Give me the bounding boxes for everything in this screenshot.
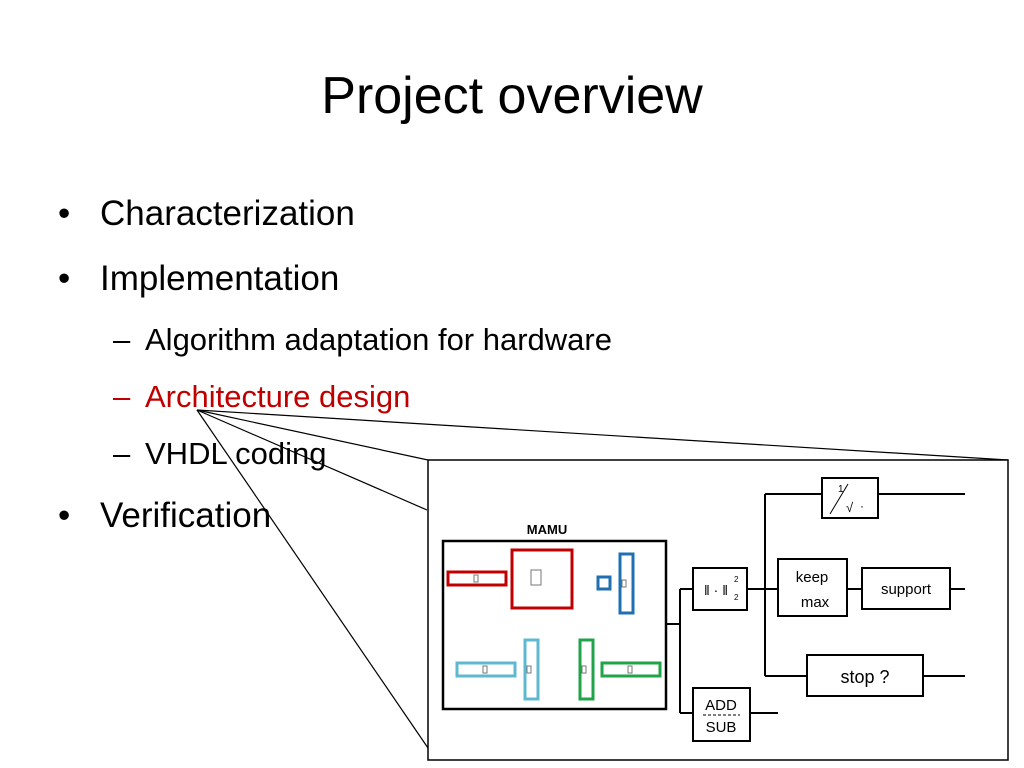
red-bar-unit — [446, 570, 508, 587]
sqrt-argument: · — [860, 499, 864, 513]
norm-label: ‖ · ‖ — [704, 582, 728, 598]
red-square-unit — [510, 548, 574, 610]
blue-small-square-unit — [596, 575, 612, 591]
sub-item-label: Architecture design — [145, 379, 411, 414]
support-label: support — [881, 581, 932, 598]
bullet-implementation: • Implementation — [58, 257, 340, 301]
support-block — [861, 567, 951, 610]
light-blue-bar-unit — [455, 661, 517, 678]
keep-max-line2: max — [801, 594, 830, 611]
sqrt-fraction-slash — [829, 483, 849, 515]
sub-dash: – — [113, 322, 131, 357]
bullet-dot: • — [58, 194, 71, 233]
bullet-dot: • — [58, 496, 71, 535]
sub-label: SUB — [706, 719, 737, 736]
slide-title: Project overview — [321, 67, 703, 125]
bullet-label: Implementation — [100, 259, 340, 298]
bullet-label: Characterization — [100, 194, 355, 233]
stop-block — [806, 654, 924, 697]
norm-block — [692, 567, 748, 611]
sub-dash: – — [113, 379, 131, 414]
bullet-characterization: • Characterization — [58, 192, 355, 236]
connectors — [666, 493, 965, 714]
unit-glyph-boxes — [473, 569, 633, 674]
bullet-label: Verification — [100, 496, 272, 535]
sub-item-label: Algorithm adaptation for hardware — [145, 322, 612, 357]
blue-column-unit — [618, 552, 635, 615]
add-sub-block — [692, 687, 751, 742]
mamu-units — [446, 548, 662, 701]
zoom-callout — [196, 409, 1009, 749]
sub-item-architecture: – Architecture design — [113, 377, 411, 417]
norm-subscript: 2 — [734, 593, 739, 602]
keep-max-line1: keep — [796, 569, 829, 586]
bullet-dot: • — [58, 259, 71, 298]
green-column-unit — [578, 638, 595, 701]
sqrt-radical: √ — [846, 500, 854, 515]
sub-item-algorithm: – Algorithm adaptation for hardware — [113, 320, 612, 360]
stop-label: stop ? — [840, 667, 889, 687]
norm-exponent: 2 — [734, 575, 739, 584]
mamu-label: MAMU — [527, 522, 567, 537]
light-blue-column-unit — [523, 638, 540, 701]
sub-item-vhdl: – VHDL coding — [113, 434, 327, 474]
add-label: ADD — [705, 697, 737, 714]
sub-dash: – — [113, 436, 131, 471]
green-bar-unit — [600, 661, 662, 678]
sqrt-numerator: 1 — [838, 484, 844, 495]
keep-max-block — [777, 558, 848, 617]
bullet-verification: • Verification — [58, 494, 272, 538]
